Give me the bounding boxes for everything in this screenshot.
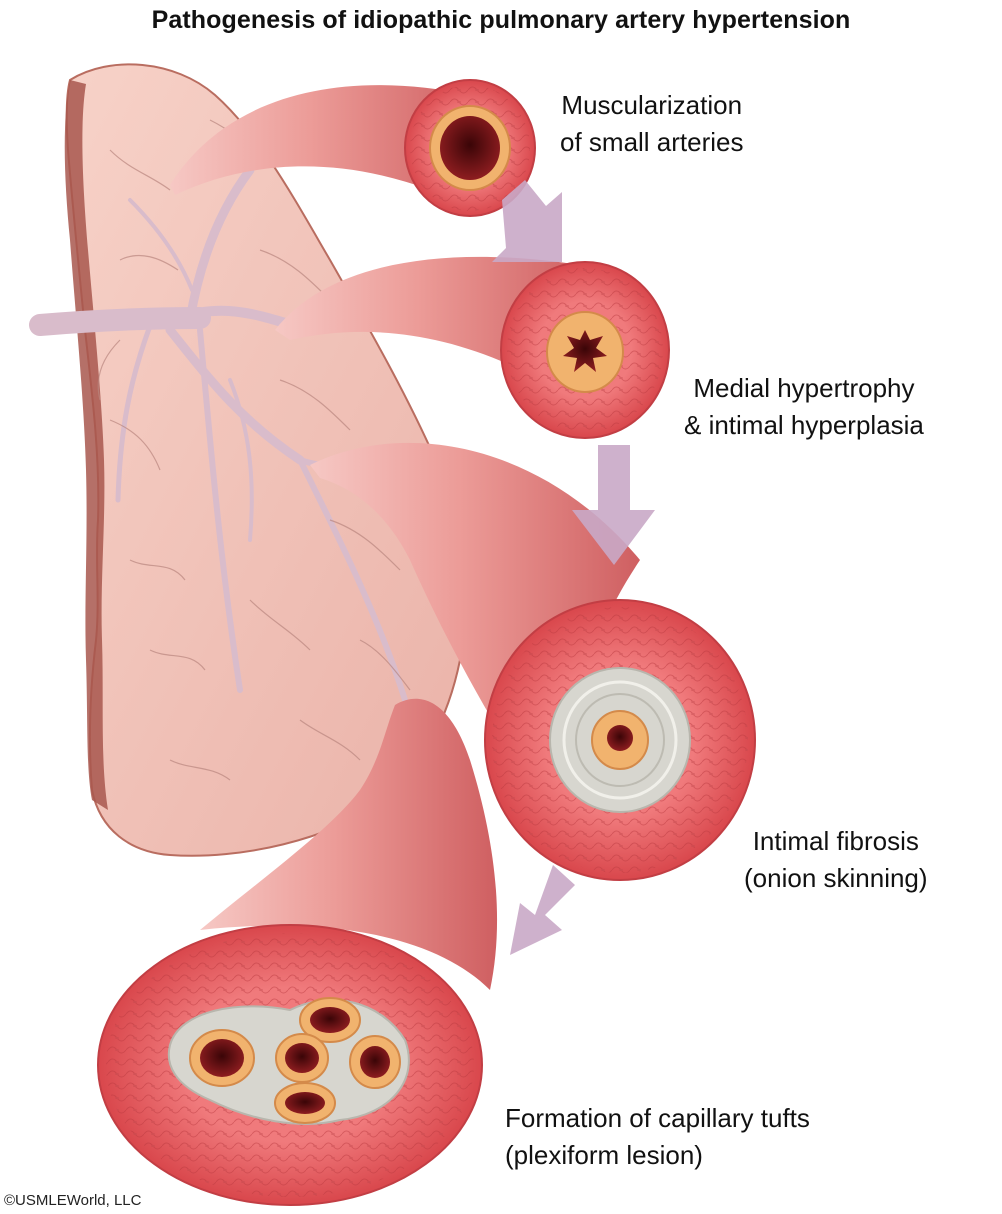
cross-section-plexiform-lesion (97, 924, 483, 1206)
stage-label-intimal-fibrosis: Intimal fibrosis (onion skinning) (744, 826, 928, 893)
stage-label-muscularization: Muscularization of small arteries (560, 90, 744, 157)
cross-section-medial-hypertrophy (500, 261, 670, 439)
progression-arrows (492, 180, 655, 955)
lung (64, 63, 466, 857)
cross-section-intimal-fibrosis (484, 599, 756, 881)
arrow-3 (510, 865, 575, 955)
arrow-1 (492, 180, 562, 262)
copyright-notice: ©USMLEWorld, LLC (4, 1192, 142, 1209)
artery-tube-2 (275, 256, 590, 410)
cross-section-muscularization (404, 79, 536, 217)
arrow-2 (572, 445, 655, 565)
diagram-title: Pathogenesis of idiopathic pulmonary art… (151, 6, 851, 34)
artery-tube-4 (200, 698, 498, 990)
stage-label-medial-hypertrophy: Medial hypertrophy & intimal hyperplasia (684, 373, 924, 440)
stage-label-plexiform-lesion: Formation of capillary tufts (plexiform … (505, 1103, 810, 1170)
artery-tube-1 (170, 85, 480, 212)
